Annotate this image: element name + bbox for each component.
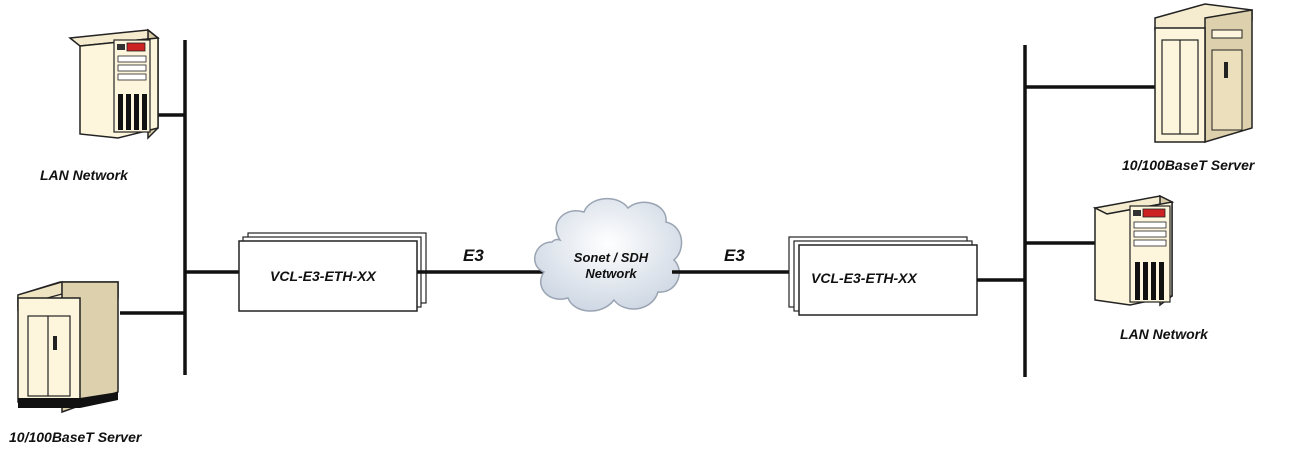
left-lan-pc-icon [68, 28, 160, 140]
label-server-left: 10/100BaseT Server [9, 429, 142, 445]
label-device-left: VCL-E3-ETH-XX [270, 268, 376, 284]
label-link-right: E3 [724, 246, 745, 265]
sonet-sdh-cloud-icon [534, 198, 683, 312]
label-cloud-line1: Sonet / SDH [573, 250, 649, 265]
label-cloud: Sonet / SDH Network [556, 250, 666, 282]
label-device-right: VCL-E3-ETH-XX [811, 270, 917, 286]
right-server-cabinet-icon [1154, 3, 1253, 144]
label-link-left: E3 [463, 246, 484, 265]
label-server-right: 10/100BaseT Server [1122, 157, 1255, 173]
right-lan-pc-icon [1092, 194, 1175, 307]
left-server-cabinet-icon [17, 281, 119, 414]
label-cloud-line2: Network [585, 266, 637, 281]
right-vcl-device-stack [788, 236, 978, 316]
left-vcl-device-stack [238, 232, 427, 312]
label-lan-network-right: LAN Network [1120, 326, 1208, 342]
label-lan-network-left: LAN Network [40, 167, 128, 183]
